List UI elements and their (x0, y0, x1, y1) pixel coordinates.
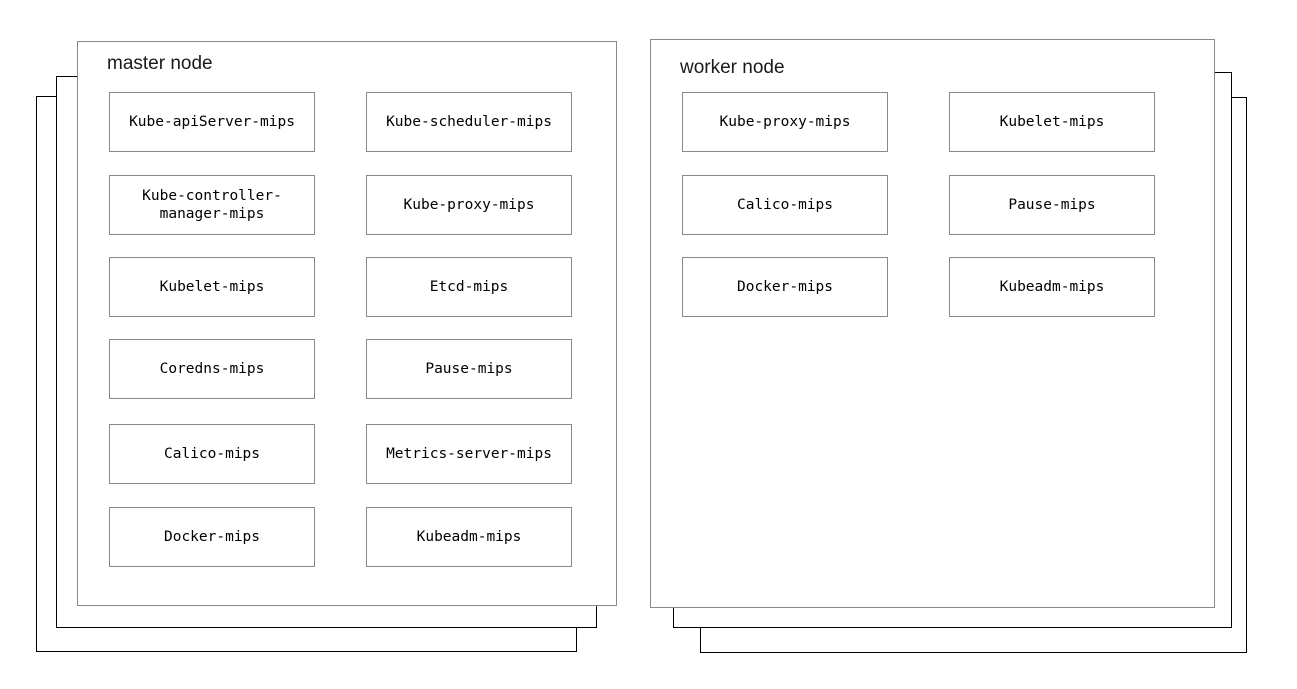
component-box-kube-scheduler-mips[interactable]: Kube-scheduler-mips (366, 92, 572, 152)
component-box-worker-kubelet-mips[interactable]: Kubelet-mips (949, 92, 1155, 152)
component-label: Kube-scheduler-mips (386, 114, 552, 130)
component-box-kubeadm-mips[interactable]: Kubeadm-mips (366, 507, 572, 567)
component-box-calico-mips[interactable]: Calico-mips (109, 424, 315, 484)
component-label: Kube-proxy-mips (719, 114, 851, 130)
component-label: Kubelet-mips (159, 279, 265, 295)
component-label: Kube-apiServer-mips (129, 114, 295, 130)
component-box-kube-apiserver-mips[interactable]: Kube-apiServer-mips (109, 92, 315, 152)
component-label: Coredns-mips (159, 361, 265, 377)
component-box-pause-mips[interactable]: Pause-mips (366, 339, 572, 399)
component-box-worker-kube-proxy-mips[interactable]: Kube-proxy-mips (682, 92, 888, 152)
component-box-worker-docker-mips[interactable]: Docker-mips (682, 257, 888, 317)
component-box-worker-kubeadm-mips[interactable]: Kubeadm-mips (949, 257, 1155, 317)
component-box-docker-mips[interactable]: Docker-mips (109, 507, 315, 567)
component-box-metrics-server-mips[interactable]: Metrics-server-mips (366, 424, 572, 484)
component-label: Etcd-mips (429, 279, 509, 295)
component-box-worker-pause-mips[interactable]: Pause-mips (949, 175, 1155, 235)
component-label: Docker-mips (736, 279, 834, 295)
component-label: Calico-mips (736, 197, 834, 213)
component-box-kube-controller-manager-mips[interactable]: Kube-controller-manager-mips (109, 175, 315, 235)
master-node-title: master node (107, 53, 213, 74)
component-box-coredns-mips[interactable]: Coredns-mips (109, 339, 315, 399)
component-label: Kube-controller-manager-mips (142, 188, 282, 222)
component-box-etcd-mips[interactable]: Etcd-mips (366, 257, 572, 317)
component-label: Kubelet-mips (999, 114, 1105, 130)
component-label: Kube-proxy-mips (403, 197, 535, 213)
component-box-kubelet-mips[interactable]: Kubelet-mips (109, 257, 315, 317)
component-label: Pause-mips (425, 361, 513, 377)
component-label: Docker-mips (163, 529, 261, 545)
worker-node-title: worker node (680, 57, 785, 78)
component-label: Metrics-server-mips (386, 446, 552, 462)
component-label: Pause-mips (1008, 197, 1096, 213)
component-box-worker-calico-mips[interactable]: Calico-mips (682, 175, 888, 235)
component-box-kube-proxy-mips[interactable]: Kube-proxy-mips (366, 175, 572, 235)
component-label: Kubeadm-mips (999, 279, 1105, 295)
component-label: Kubeadm-mips (416, 529, 522, 545)
component-label: Calico-mips (163, 446, 261, 462)
